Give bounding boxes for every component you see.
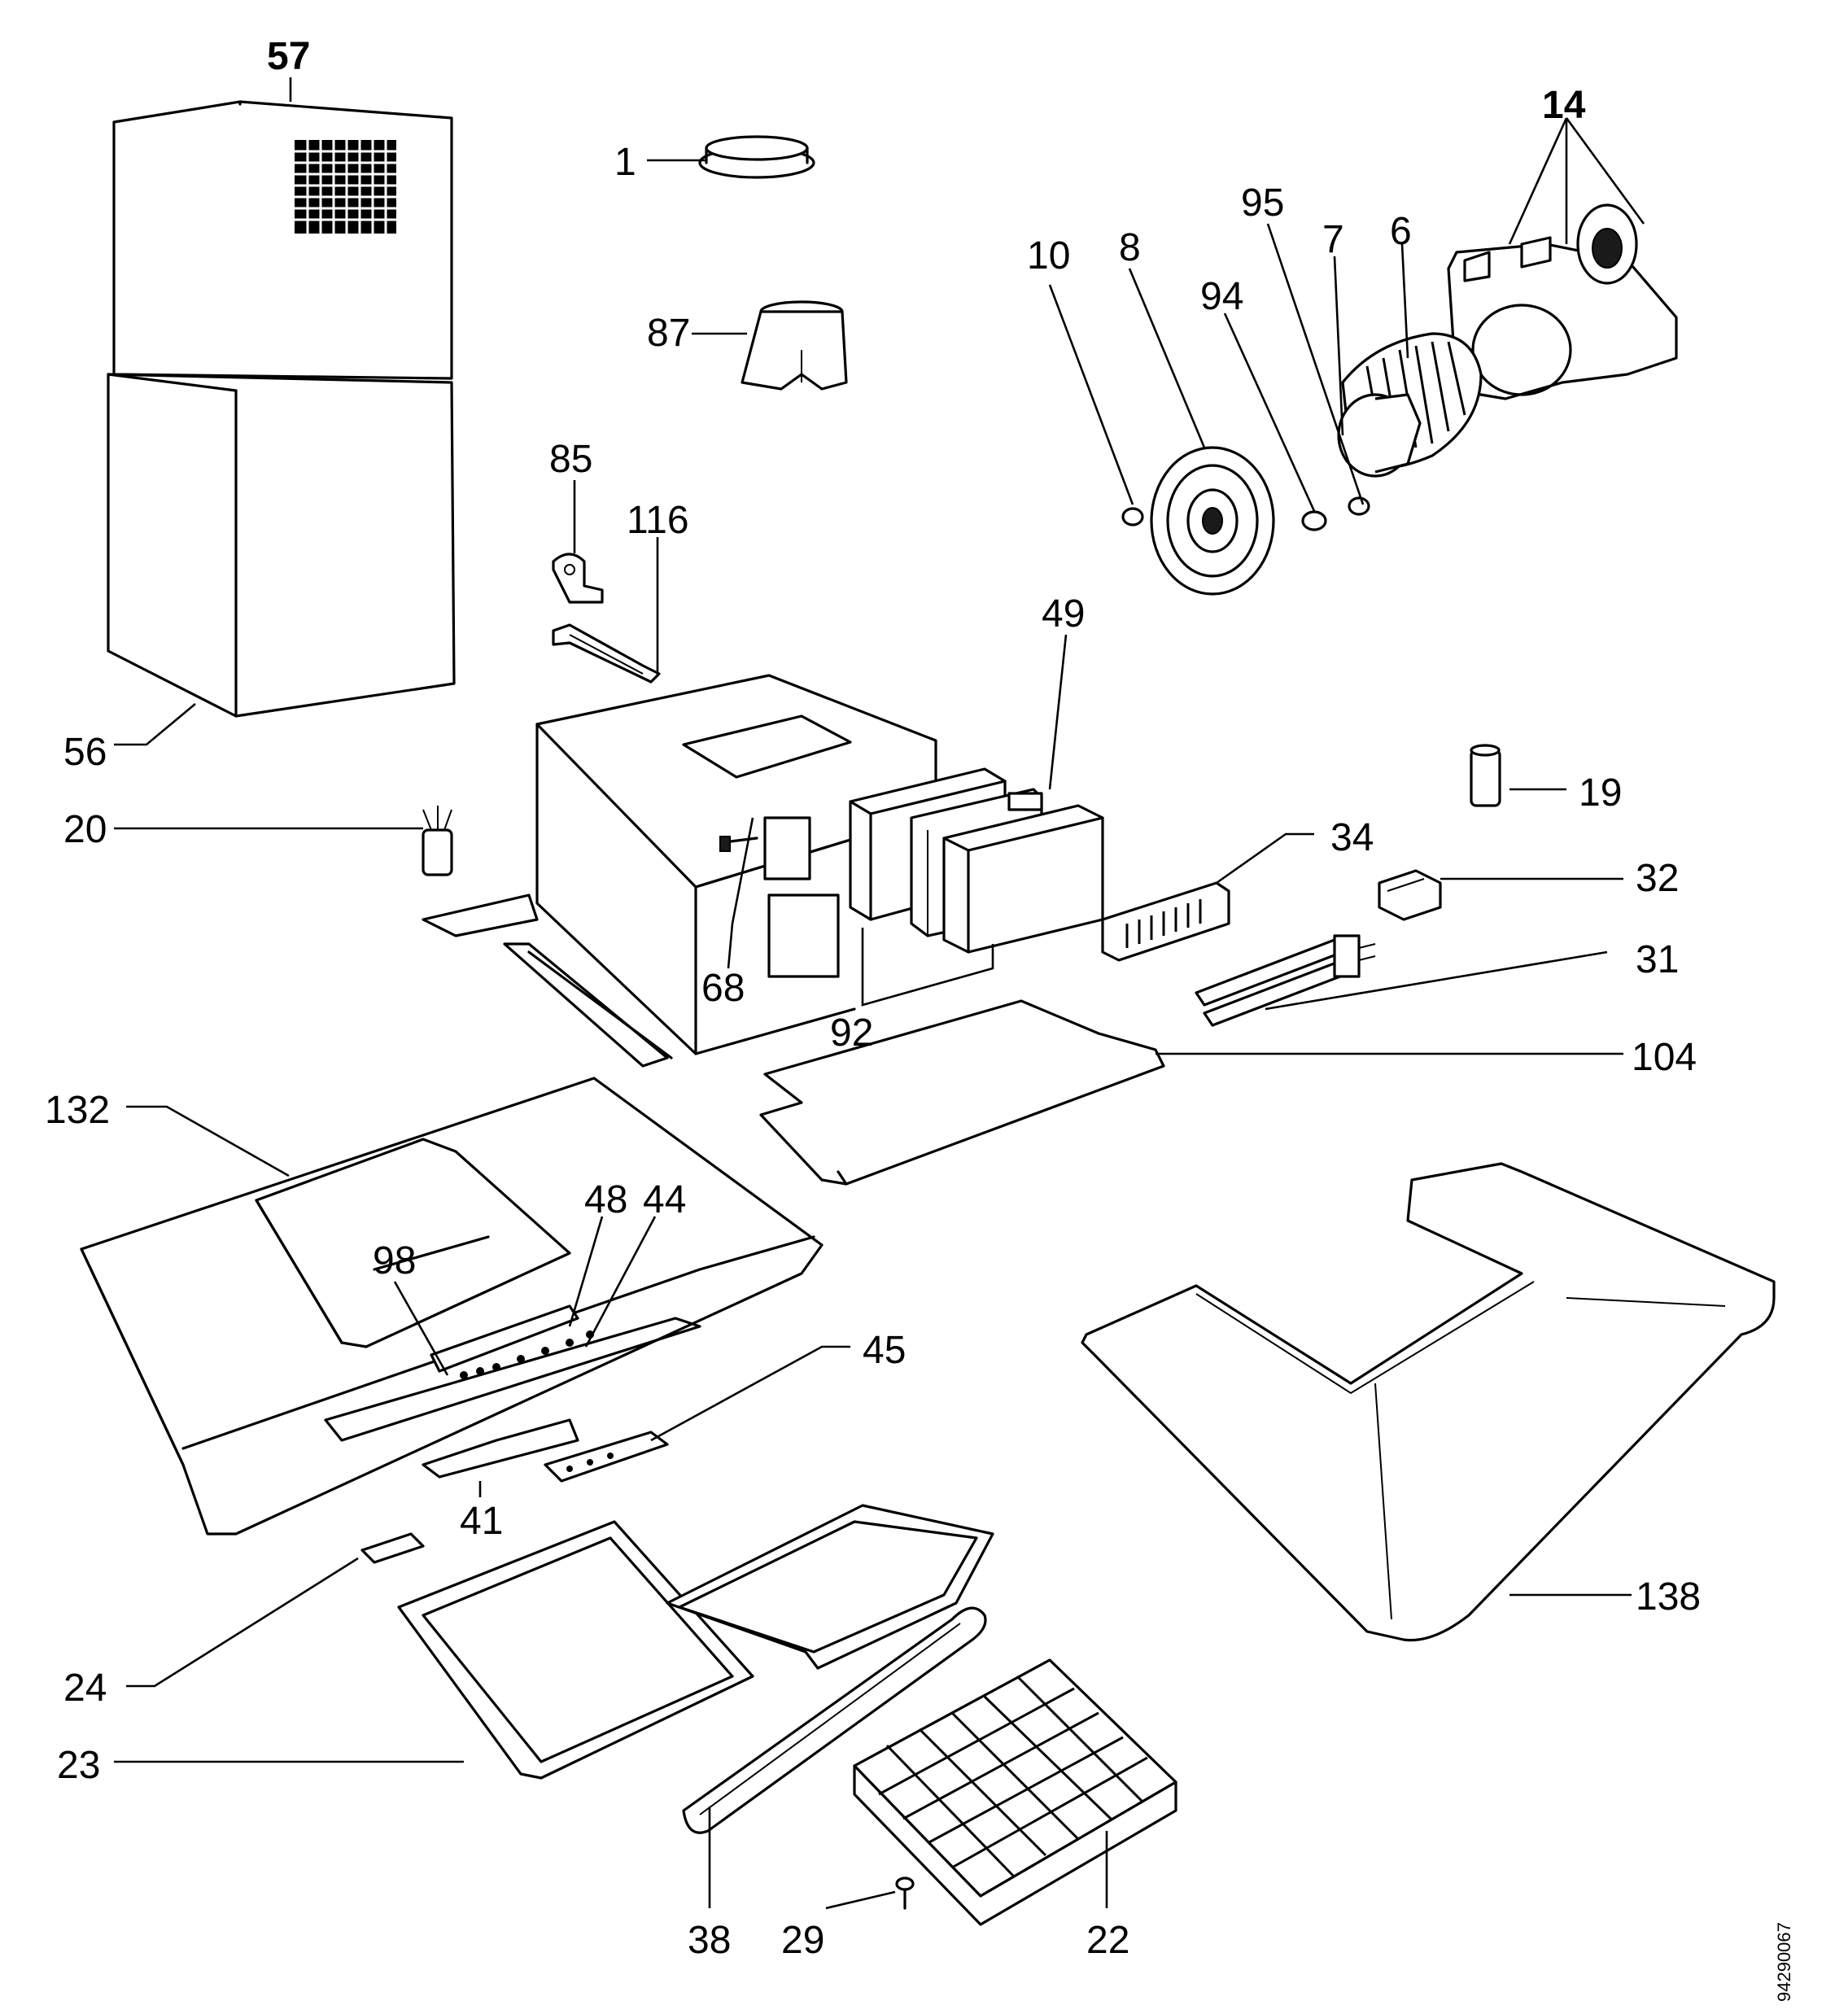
- glass-canopy-138: [1081, 1162, 1776, 1642]
- fluorescent-lamp-31: [1195, 934, 1376, 1027]
- callout-24: 24: [63, 1667, 107, 1710]
- callout-56: 56: [63, 731, 107, 774]
- callout-44: 44: [643, 1178, 686, 1221]
- callout-32: 32: [1636, 857, 1679, 900]
- callout-29: 29: [781, 1919, 824, 1962]
- motor-plate-8: [1150, 446, 1275, 596]
- callout-19: 19: [1579, 771, 1622, 815]
- latch-clip-24: [360, 1532, 425, 1564]
- bushing-94: [1301, 510, 1327, 531]
- callout-labels: 57 1 14 95 7 6 10 8 94 87 85 116 49 56 2…: [45, 35, 1794, 2002]
- callout-98: 98: [373, 1239, 416, 1282]
- callout-85: 85: [549, 438, 592, 481]
- drawing-code: 94290067: [1774, 1922, 1794, 2002]
- callout-20: 20: [63, 808, 107, 851]
- callout-104: 104: [1632, 1036, 1697, 1079]
- carbon-filter-22: [853, 1658, 1177, 1926]
- guide-rail: [552, 623, 661, 684]
- callout-49: 49: [1042, 592, 1085, 636]
- backdraft-flap: [741, 300, 848, 391]
- callout-38: 38: [688, 1919, 731, 1962]
- motor-housing: [422, 674, 937, 1068]
- hood-canopy-132: [80, 1077, 824, 1536]
- callout-34: 34: [1330, 816, 1374, 859]
- grease-filter-upper: [666, 1504, 994, 1670]
- capacitor-20: [422, 806, 453, 876]
- callout-10: 10: [1027, 234, 1070, 277]
- callout-132: 132: [45, 1089, 110, 1132]
- callout-48: 48: [584, 1178, 627, 1221]
- callout-31: 31: [1636, 938, 1679, 981]
- chimney-cover-upper: [112, 100, 453, 380]
- seal-gasket-38: [682, 1606, 987, 1834]
- callout-45: 45: [863, 1329, 906, 1372]
- chimney-cover-lower: [107, 373, 456, 718]
- callout-7: 7: [1322, 218, 1344, 261]
- blower-housing-14: [1447, 203, 1678, 400]
- control-panel-45: [544, 1431, 669, 1483]
- callout-8: 8: [1119, 226, 1141, 269]
- capacitor-19: [1470, 744, 1501, 807]
- callout-23: 23: [57, 1744, 100, 1787]
- callout-92: 92: [830, 1011, 873, 1055]
- mounting-bracket: [552, 553, 604, 604]
- callout-138: 138: [1636, 1575, 1701, 1619]
- callout-68: 68: [701, 967, 745, 1010]
- callout-22: 22: [1086, 1919, 1129, 1962]
- callout-14: 14: [1542, 84, 1586, 127]
- lamp-holder-32: [1378, 869, 1442, 921]
- callout-57: 57: [267, 35, 310, 78]
- callout-6: 6: [1390, 210, 1412, 253]
- washer-95: [1348, 496, 1370, 516]
- callout-41: 41: [460, 1500, 503, 1543]
- motor-7: [1337, 393, 1422, 478]
- screw-29: [895, 1876, 915, 1910]
- callout-116: 116: [627, 499, 689, 542]
- callout-94: 94: [1200, 275, 1243, 318]
- leader-lines: [114, 77, 1645, 1910]
- terminal-strip-34: [1101, 881, 1230, 962]
- light-cover-104: [759, 999, 1165, 1186]
- grease-filter-23: [397, 1520, 754, 1780]
- callout-95: 95: [1241, 181, 1284, 225]
- duct-ring: [698, 135, 815, 179]
- nut-10: [1121, 507, 1144, 526]
- electronic-board-49: [910, 788, 1104, 954]
- callout-87: 87: [647, 312, 690, 355]
- callout-1: 1: [614, 141, 636, 184]
